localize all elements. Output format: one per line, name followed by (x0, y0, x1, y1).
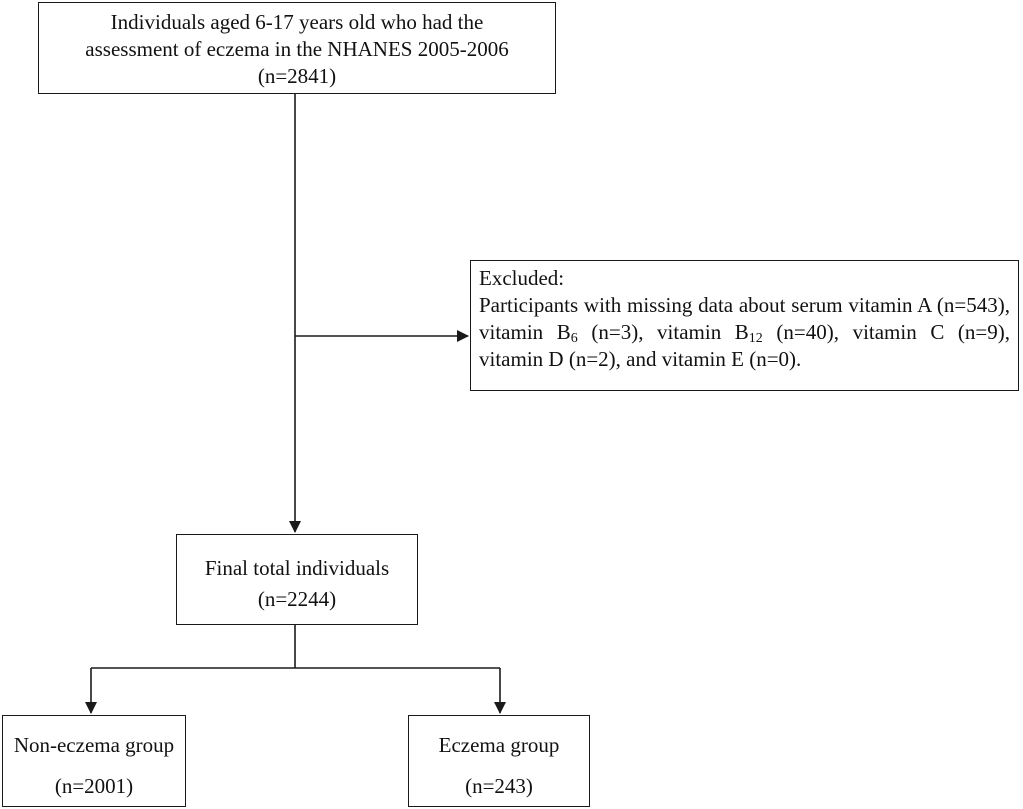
excluded-text: Participants with missing data about ser… (479, 292, 1010, 373)
start-line2: assessment of eczema in the NHANES 2005-… (85, 37, 509, 61)
non-eczema-count: (n=2001) (54, 774, 134, 798)
start-count: (n=2841) (257, 64, 337, 88)
eczema-box: Eczema group (n=243) (408, 715, 590, 807)
excluded-text-part1: Participants with missing data about ser… (479, 293, 1010, 344)
excluded-heading: Excluded: (479, 266, 565, 290)
subscript-6: 6 (570, 331, 578, 346)
excluded-box: Excluded: Participants with missing data… (470, 260, 1019, 391)
non-eczema-box: Non-eczema group (n=2001) (2, 715, 186, 807)
eczema-label: Eczema group (438, 733, 560, 757)
non-eczema-label: Non-eczema group (13, 733, 175, 757)
excluded-text-part2: (n=3), vitamin B (577, 320, 749, 344)
final-count: (n=2244) (257, 587, 337, 611)
excluded-text-part3: (n=40), vitamin C (n=9), vitamin D (n=2)… (479, 320, 1010, 371)
eczema-count: (n=243) (465, 774, 533, 798)
final-label: Final total individuals (204, 556, 390, 580)
subscript-12: 12 (748, 331, 763, 346)
final-box: Final total individuals (n=2244) (176, 534, 418, 625)
start-line1: Individuals aged 6-17 years old who had … (110, 10, 484, 34)
start-box: Individuals aged 6-17 years old who had … (38, 2, 556, 94)
